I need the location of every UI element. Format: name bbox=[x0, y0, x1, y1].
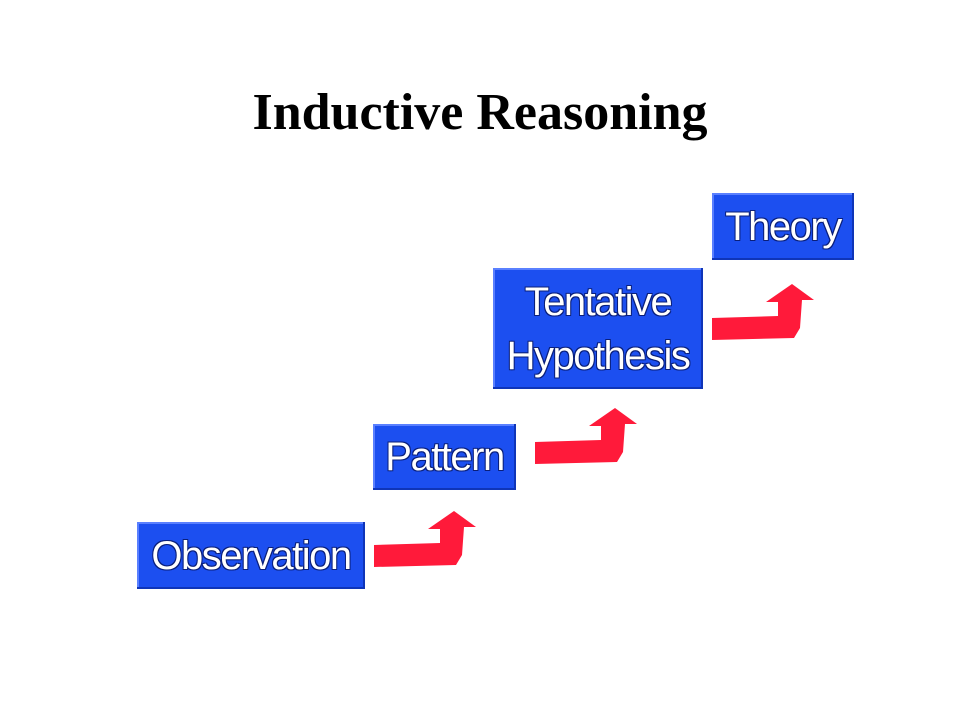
step-observation: Observation bbox=[137, 522, 365, 589]
arrow-up-right-icon bbox=[712, 284, 814, 340]
step-theory: Theory bbox=[712, 193, 854, 260]
arrow-up-right-icon bbox=[535, 408, 637, 464]
step-tentative-hypothesis: Tentative Hypothesis bbox=[493, 268, 703, 389]
step-tentative-hypothesis-label: Tentative Hypothesis bbox=[506, 279, 691, 378]
step-pattern: Pattern bbox=[373, 424, 516, 490]
arrow-up-right-icon bbox=[374, 511, 476, 567]
page-title: Inductive Reasoning bbox=[252, 84, 708, 141]
